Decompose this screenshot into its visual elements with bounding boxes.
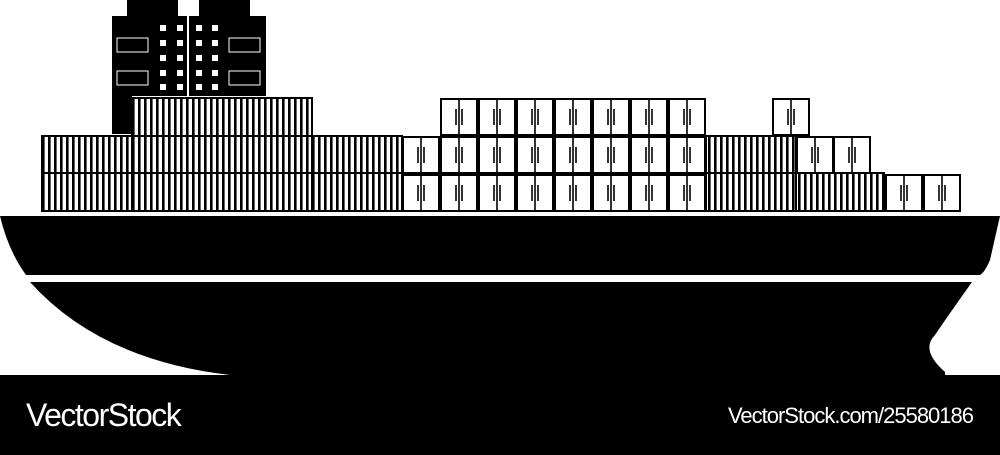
brand-logo-text: VectorStock [26, 397, 182, 433]
stock-id-text: VectorStock.com/25580186 [727, 403, 974, 428]
bridge-tower [112, 0, 266, 134]
ship-hull [0, 216, 1000, 375]
watermark-footer: VectorStock VectorStock.com/25580186 [0, 375, 1000, 455]
striped-containers [41, 97, 885, 212]
